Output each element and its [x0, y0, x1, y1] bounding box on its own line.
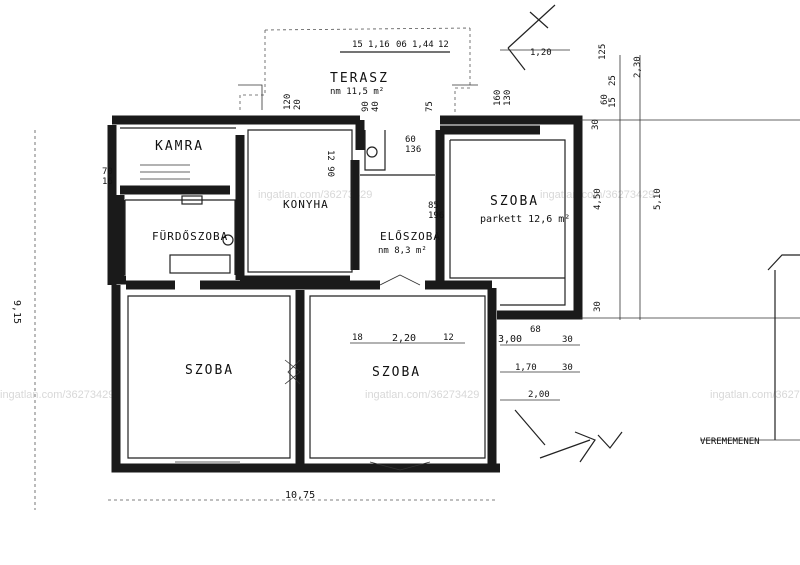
- room-label-bedroom-ne: SZOBA: [490, 194, 539, 209]
- room-label-bedroom-s: SZOBA: [372, 365, 421, 380]
- toilet-icon: [181, 195, 203, 205]
- room-label-terrace: TERASZ: [330, 71, 389, 86]
- dim-1290: 12 90: [325, 150, 335, 177]
- dim-top-06: 06: [396, 40, 407, 50]
- dim-side-15: 15: [608, 97, 618, 108]
- dim-125: 125: [598, 44, 608, 60]
- dim-top-116: 1,16: [368, 40, 390, 50]
- watermark: ingatlan.com/36273429: [540, 189, 654, 201]
- dim-side-60: 60: [600, 94, 610, 105]
- dim-160: 160: [493, 90, 503, 106]
- dim-20: 20: [293, 99, 303, 110]
- dim-450: 4,50: [593, 188, 603, 210]
- window-icon: [369, 461, 431, 471]
- watermark: ingatlan.com/36273429: [365, 389, 479, 401]
- dim-120b: 120: [283, 94, 293, 110]
- dim-top-15: 15: [352, 40, 363, 50]
- dim-90: 90: [361, 101, 371, 112]
- dim-40: 40: [371, 101, 381, 112]
- dim-height-total: 9,15: [11, 300, 22, 324]
- dim-196: 196: [428, 211, 444, 221]
- dim-width-total: 10,75: [285, 490, 315, 501]
- room-label-pantry: KAMRA: [155, 139, 204, 154]
- dim-75: 75: [425, 101, 435, 112]
- dim-300: 3,00: [498, 334, 522, 345]
- dim-top-144: 1,44: [412, 40, 434, 50]
- dimension-lines: [34, 49, 800, 510]
- dim-top-12: 12: [438, 40, 449, 50]
- dim-30b: 30: [562, 363, 573, 373]
- room-area-hall: nm 8,3 m²: [378, 246, 427, 256]
- room-label-kitchen: KONYHA: [283, 198, 329, 211]
- stairs-icon: [140, 164, 190, 187]
- dim-60: 60: [405, 135, 416, 145]
- sink-icon: [366, 146, 378, 158]
- washbasin-icon: [222, 234, 234, 246]
- watermark: ingatlan.com/36273429: [258, 189, 372, 201]
- north-arrow-icon: [507, 4, 556, 71]
- terrace-outline: [238, 27, 478, 115]
- dim-230: 2,30: [633, 56, 643, 78]
- dim-220: 2,20: [392, 333, 416, 344]
- dim-30c: 30: [593, 301, 603, 312]
- room-label-bedroom-sw: SZOBA: [185, 363, 234, 378]
- watermark: ingatlan.com/36273429: [0, 389, 114, 401]
- dim-18: 18: [352, 333, 363, 343]
- dim-85: 85: [428, 201, 439, 211]
- room-area-bedroom-ne: parkett 12,6 m²: [480, 214, 570, 225]
- dim-120: 1,20: [530, 48, 552, 58]
- dim-side-25: 25: [608, 75, 618, 86]
- dim-70: 70: [102, 167, 113, 177]
- dim-510: 5,10: [653, 188, 663, 210]
- room-area-terrace: nm 11,5 m²: [330, 87, 384, 97]
- dim-30: 30: [562, 335, 573, 345]
- dim-16: 16: [102, 177, 113, 187]
- dim-200: 2,00: [528, 390, 550, 400]
- neighbour-label: VEREMEMENEN: [700, 437, 760, 447]
- dim-12: 12: [443, 333, 454, 343]
- room-label-hall: ELŐSZOBA: [380, 229, 441, 243]
- dim-136: 136: [405, 145, 421, 155]
- dim-68: 68: [530, 325, 541, 335]
- neighbour-building: [700, 254, 800, 441]
- dim-170: 1,70: [515, 363, 537, 373]
- dim-side-30: 30: [591, 119, 601, 130]
- room-label-bathroom: FÜRDŐSZOBA: [152, 229, 228, 243]
- door-swing-icon: [284, 359, 301, 385]
- fixtures: [140, 146, 431, 471]
- entrance-arrow-icon: [514, 409, 623, 463]
- dim-130: 130: [503, 90, 513, 106]
- watermark: ingatlan.com/36273429: [710, 389, 800, 401]
- door-swing-icon: [379, 274, 421, 286]
- bathtub-icon: [169, 254, 231, 274]
- interior-walls: [120, 125, 566, 468]
